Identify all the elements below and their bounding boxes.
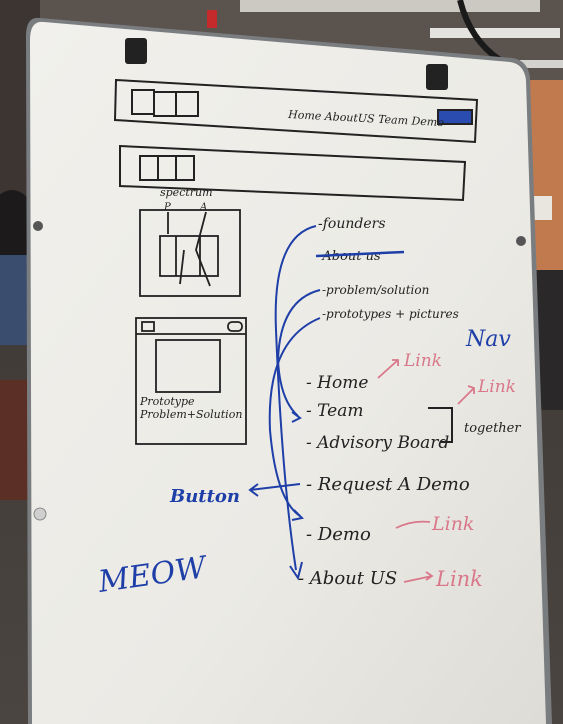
note-founders: -founders: [318, 216, 386, 232]
button-arrow: [248, 483, 301, 497]
nav-item-home: - Home: [306, 373, 368, 393]
note-prototypes: -prototypes + pictures: [322, 307, 459, 321]
prototype-caption-1: Prototype: [139, 395, 195, 408]
together-label: together: [464, 421, 521, 436]
link-team: Link: [477, 377, 516, 397]
nav-item-team: - Team: [306, 401, 363, 421]
link-about-us: Link: [435, 567, 483, 591]
wireframe-header-sketch: [113, 78, 479, 202]
nav-item-request-demo: - Request A Demo: [306, 474, 470, 495]
together-bracket: [428, 407, 453, 443]
whiteboard: [26, 17, 552, 724]
link-arrows: [377, 359, 475, 583]
spectrum-diagram: [139, 209, 241, 297]
link-demo: Link: [431, 513, 474, 535]
nav-title: Nav: [465, 327, 511, 352]
nav-item-about-us: - About US: [298, 568, 397, 589]
note-problem-solution: -problem/solution: [322, 283, 429, 297]
spectrum-a-label: A: [199, 202, 207, 213]
spectrum-label: spectrum: [160, 186, 213, 199]
blue-connector-arrows: [268, 225, 321, 581]
button-label: Button: [169, 486, 240, 507]
link-home: Link: [403, 351, 442, 371]
spectrum-p-label: P: [163, 202, 171, 213]
prototype-caption-2: Problem+Solution: [139, 408, 242, 421]
prototype-box-sketch: [135, 317, 247, 445]
strike-line: [315, 250, 405, 258]
nav-item-advisory-board: - Advisory Board: [306, 433, 449, 453]
nav-item-demo: - Demo: [306, 524, 371, 545]
